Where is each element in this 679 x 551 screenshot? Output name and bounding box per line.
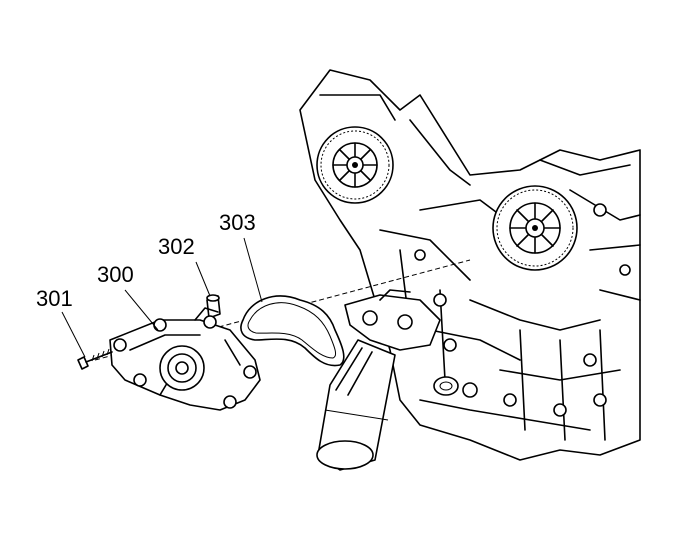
water-pump — [109, 307, 261, 411]
leader-303 — [243, 237, 263, 303]
leader-300 — [124, 289, 159, 331]
oil-filter — [316, 339, 396, 471]
callout-302: 302 — [158, 234, 195, 259]
bolt — [77, 348, 113, 370]
camshaft-sprocket-right — [492, 185, 578, 271]
front-cover-housing — [344, 289, 441, 351]
callout-303: 303 — [219, 210, 256, 235]
leader-302 — [195, 261, 211, 297]
dowel-pin — [206, 294, 221, 319]
leader-301 — [61, 311, 86, 358]
callout-300: 300 — [97, 262, 134, 287]
camshaft-sprocket-left — [316, 126, 394, 204]
callout-301: 301 — [36, 286, 73, 311]
leader-lines — [61, 237, 263, 358]
gasket — [240, 295, 345, 367]
